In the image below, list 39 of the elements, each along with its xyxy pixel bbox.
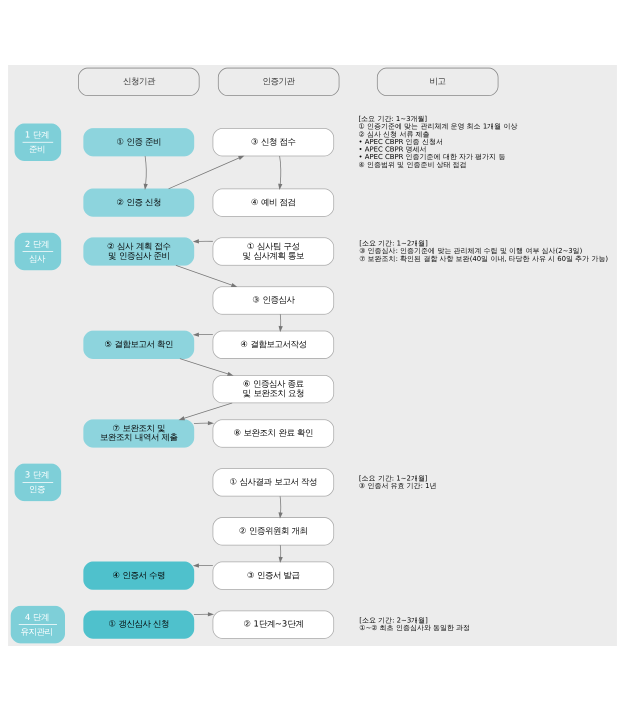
- node-box: ② 심사 계획 접수 및 인증심사 준비: [83, 237, 194, 266]
- node-box: ② 인증 신청: [83, 188, 194, 217]
- node-box: ④ 인증서 수령: [83, 562, 194, 590]
- node-box: ⑥ 인증심사 종료 및 보완조치 요청: [212, 375, 334, 404]
- node-box: 1 단계 준비: [14, 123, 62, 161]
- arrow: [192, 239, 214, 244]
- node-box: ④ 예비 점검: [212, 188, 334, 217]
- node-box: ② 1단계~3단계: [212, 610, 334, 639]
- arrow: [179, 358, 234, 376]
- arrow: [168, 156, 245, 190]
- node-box: ⑦ 보완조치 및 보완조치 내역서 제출: [83, 419, 194, 448]
- node-box: ⑤ 결함보고서 확인: [83, 330, 194, 359]
- arrow: [278, 156, 282, 190]
- arrow: [194, 421, 214, 426]
- node-box: ③ 인증서 발급: [212, 562, 334, 590]
- arrow: [278, 544, 283, 564]
- arrow: [192, 563, 214, 568]
- node-box: ① 인증 준비: [83, 128, 194, 156]
- node-box: ① 갱신심사 신청: [83, 610, 194, 639]
- node-box: 인증기관: [218, 68, 340, 96]
- arrow: [176, 265, 238, 288]
- arrow: [278, 314, 283, 332]
- node-box: ① 심사팀 구성 및 심사계획 통보: [212, 237, 334, 266]
- node-box: 신청기관: [78, 68, 200, 96]
- node-box: ③ 신청 접수: [212, 128, 334, 156]
- arrow: [144, 156, 148, 190]
- node-box: 4 단계 유지관리: [10, 606, 65, 644]
- node-box: 비고: [376, 68, 498, 96]
- node-box: ④ 결함보고서작성: [212, 330, 334, 359]
- node-box: ⑧ 보완조치 완료 확인: [212, 419, 334, 448]
- node-box: ③ 인증심사: [212, 286, 334, 315]
- arrow: [194, 612, 214, 616]
- node-box: ② 인증위원회 개최: [212, 517, 334, 546]
- arrow: [278, 496, 283, 519]
- node-box: ① 심사결과 보고서 작성: [212, 468, 334, 497]
- arrow: [192, 332, 214, 337]
- node-box: 3 단계 인증: [14, 464, 62, 502]
- node-box: 2 단계 심사: [14, 232, 62, 270]
- arrow: [178, 402, 233, 420]
